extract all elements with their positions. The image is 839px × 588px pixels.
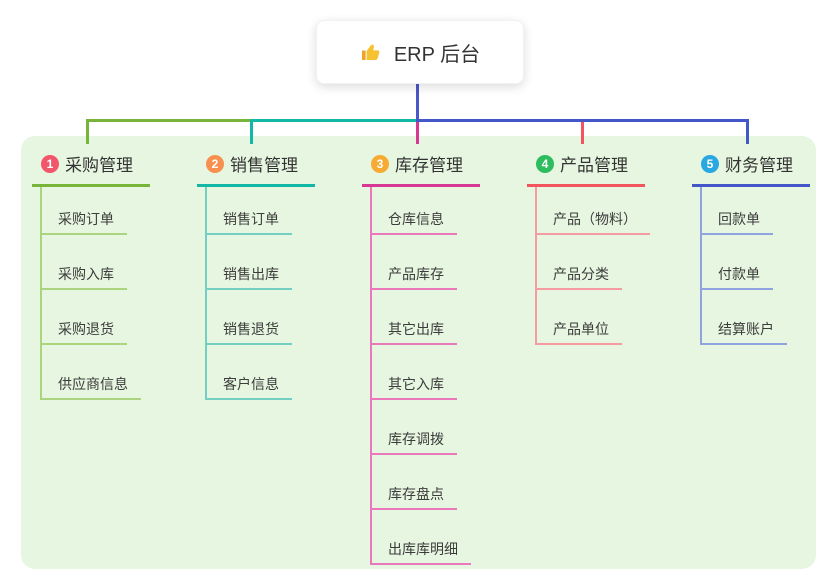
root-connector-line [416,84,419,121]
branch-items: 仓库信息产品库存其它出库其它入库库存调拨库存盘点出库库明细 [370,187,480,565]
branch-3-item-5[interactable]: 库存调拨 [372,400,457,455]
branch-number-badge: 1 [41,154,59,173]
branch-1-item-4[interactable]: 供应商信息 [42,345,141,400]
root-title: ERP 后台 [393,43,481,66]
drop-line-purchasing [86,119,89,144]
branch-1-item-2[interactable]: 采购入库 [42,235,127,290]
drop-line-finance [746,119,749,144]
branch-3-item-1[interactable]: 仓库信息 [372,187,457,235]
branch-1-item-3[interactable]: 采购退货 [42,290,127,345]
branch-5-item-1[interactable]: 回款单 [702,187,773,235]
branch-title: 采购管理 [65,156,133,175]
branch-5: 5 财务管理 回款单付款单结算账户 [692,151,810,345]
branch-number-badge: 5 [701,154,719,173]
branch-title: 库存管理 [395,156,463,175]
drop-line-inventory [416,122,419,144]
branch-4-item-2[interactable]: 产品分类 [537,235,622,290]
thumbs-up-icon [360,40,384,64]
branch-1-item-1[interactable]: 采购订单 [42,187,127,235]
branch-2-item-2[interactable]: 销售出库 [207,235,292,290]
branch-number-badge: 4 [536,154,554,173]
branch-items: 产品（物料）产品分类产品单位 [535,187,650,345]
branch-header[interactable]: 5 财务管理 [692,151,810,187]
branch-number-badge: 2 [206,154,224,173]
branch-items: 回款单付款单结算账户 [700,187,810,345]
bus-line-sales [251,119,418,122]
branch-header[interactable]: 4 产品管理 [527,151,645,187]
branch-3: 3 库存管理 仓库信息产品库存其它出库其它入库库存调拨库存盘点出库库明细 [362,151,480,565]
branch-2-item-3[interactable]: 销售退货 [207,290,292,345]
root-node[interactable]: ERP 后台 [316,20,524,84]
drop-line-product [581,122,584,144]
branch-items: 销售订单销售出库销售退货客户信息 [205,187,315,400]
drop-line-sales [250,119,253,144]
branch-5-item-3[interactable]: 结算账户 [702,290,787,345]
branches-panel [21,136,816,569]
branch-2-item-1[interactable]: 销售订单 [207,187,292,235]
branch-number-badge: 3 [371,154,389,173]
bus-line-finance [416,119,749,122]
branch-3-item-4[interactable]: 其它入库 [372,345,457,400]
branch-1: 1 采购管理 采购订单采购入库采购退货供应商信息 [32,151,150,400]
branch-5-item-2[interactable]: 付款单 [702,235,773,290]
branch-2: 2 销售管理 销售订单销售出库销售退货客户信息 [197,151,315,400]
branch-3-item-7[interactable]: 出库库明细 [372,510,471,565]
branch-3-item-3[interactable]: 其它出库 [372,290,457,345]
branch-3-item-6[interactable]: 库存盘点 [372,455,457,510]
bus-line-purchasing [87,119,253,122]
branch-title: 销售管理 [230,156,298,175]
branch-header[interactable]: 2 销售管理 [197,151,315,187]
branch-header[interactable]: 1 采购管理 [32,151,150,187]
branch-items: 采购订单采购入库采购退货供应商信息 [40,187,150,400]
branch-2-item-4[interactable]: 客户信息 [207,345,292,400]
branch-title: 产品管理 [560,156,628,175]
branch-3-item-2[interactable]: 产品库存 [372,235,457,290]
branch-4-item-3[interactable]: 产品单位 [537,290,622,345]
branch-4: 4 产品管理 产品（物料）产品分类产品单位 [527,151,650,345]
branch-4-item-1[interactable]: 产品（物料） [537,187,650,235]
branch-header[interactable]: 3 库存管理 [362,151,480,187]
branch-title: 财务管理 [725,156,793,175]
